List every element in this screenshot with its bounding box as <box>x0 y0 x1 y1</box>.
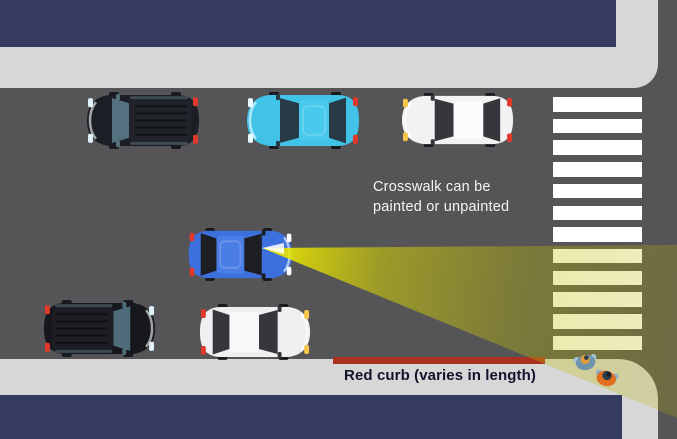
black-suv-westbound <box>87 92 199 149</box>
pedestrian-blue-jacket <box>573 354 597 371</box>
black-suv-eastbound <box>43 300 156 357</box>
pedestrian-orange-shirt <box>595 369 619 387</box>
crosswalk-stripe <box>553 205 642 220</box>
crosswalk-stripe <box>553 140 642 155</box>
building-top <box>0 0 616 47</box>
white-car-eastbound <box>199 304 311 360</box>
crosswalk-note-line2: painted or unpainted <box>373 199 510 215</box>
cyan-car-westbound <box>247 92 359 149</box>
building-bottom <box>0 395 622 439</box>
crosswalk-note: Crosswalk can be painted or unpainted <box>373 177 509 217</box>
crosswalk-stripe <box>553 227 642 242</box>
red-curb-label: Red curb (varies in length) <box>344 367 536 384</box>
headlight-flash <box>262 243 284 254</box>
crosswalk-stripe <box>553 162 642 177</box>
blue-car-eastbound <box>188 228 293 281</box>
white-car-westbound <box>401 93 514 147</box>
red-curb-bar <box>333 357 545 364</box>
crosswalk-stripe <box>553 183 642 199</box>
crosswalk-stripe <box>553 97 642 112</box>
crosswalk-stripe <box>553 118 642 134</box>
crosswalk-note-line1: Crosswalk can be <box>373 179 491 195</box>
